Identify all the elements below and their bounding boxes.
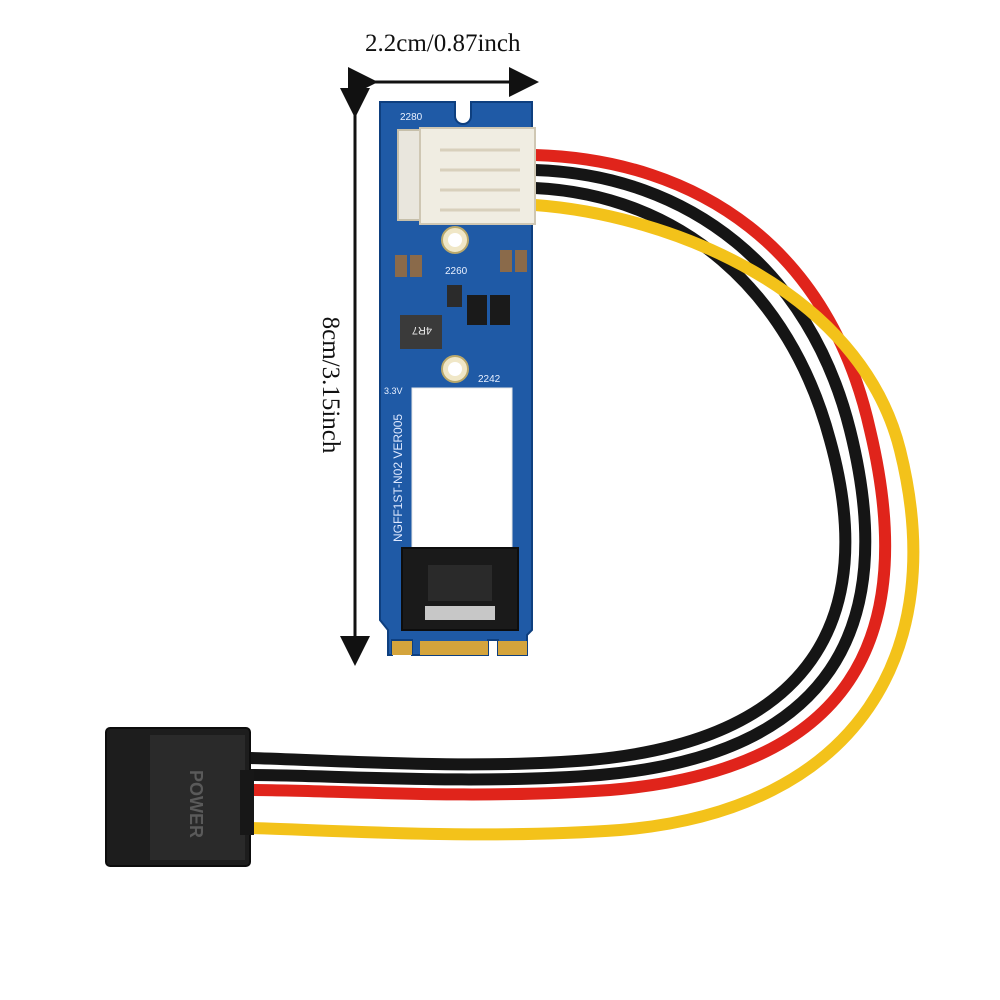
width-dimension-label: 2.2cm/0.87inch — [365, 30, 521, 57]
inductor-label: 4R7 — [412, 324, 432, 336]
sata-power-connector: POWER — [105, 727, 254, 867]
gold-contacts — [392, 641, 527, 655]
board-model-label: NGFF1ST-N02 VER005 — [391, 414, 405, 542]
sata-power-label: POWER — [186, 770, 206, 838]
cable-black-wire-1 — [244, 164, 872, 786]
m2-adapter-board: 4R7 2280 2260 2242 3.3V NGFF1ST-N02 VER0… — [379, 101, 536, 656]
cable-red-wire — [244, 149, 892, 801]
board-label-voltage: 3.3V — [384, 386, 403, 396]
power-cable — [244, 149, 920, 841]
board-cutout — [411, 387, 513, 549]
capacitor-c1 — [395, 255, 407, 277]
regulator-chip — [467, 295, 487, 325]
diode — [447, 285, 462, 307]
fan-connector-pins — [397, 129, 421, 221]
board-label-2242: 2242 — [478, 374, 501, 385]
inductor — [400, 315, 442, 349]
board-label-2280: 2280 — [400, 112, 423, 123]
4pin-connector — [419, 127, 536, 225]
board-label-2260: 2260 — [445, 266, 468, 277]
cable-yellow-wire — [244, 199, 920, 841]
